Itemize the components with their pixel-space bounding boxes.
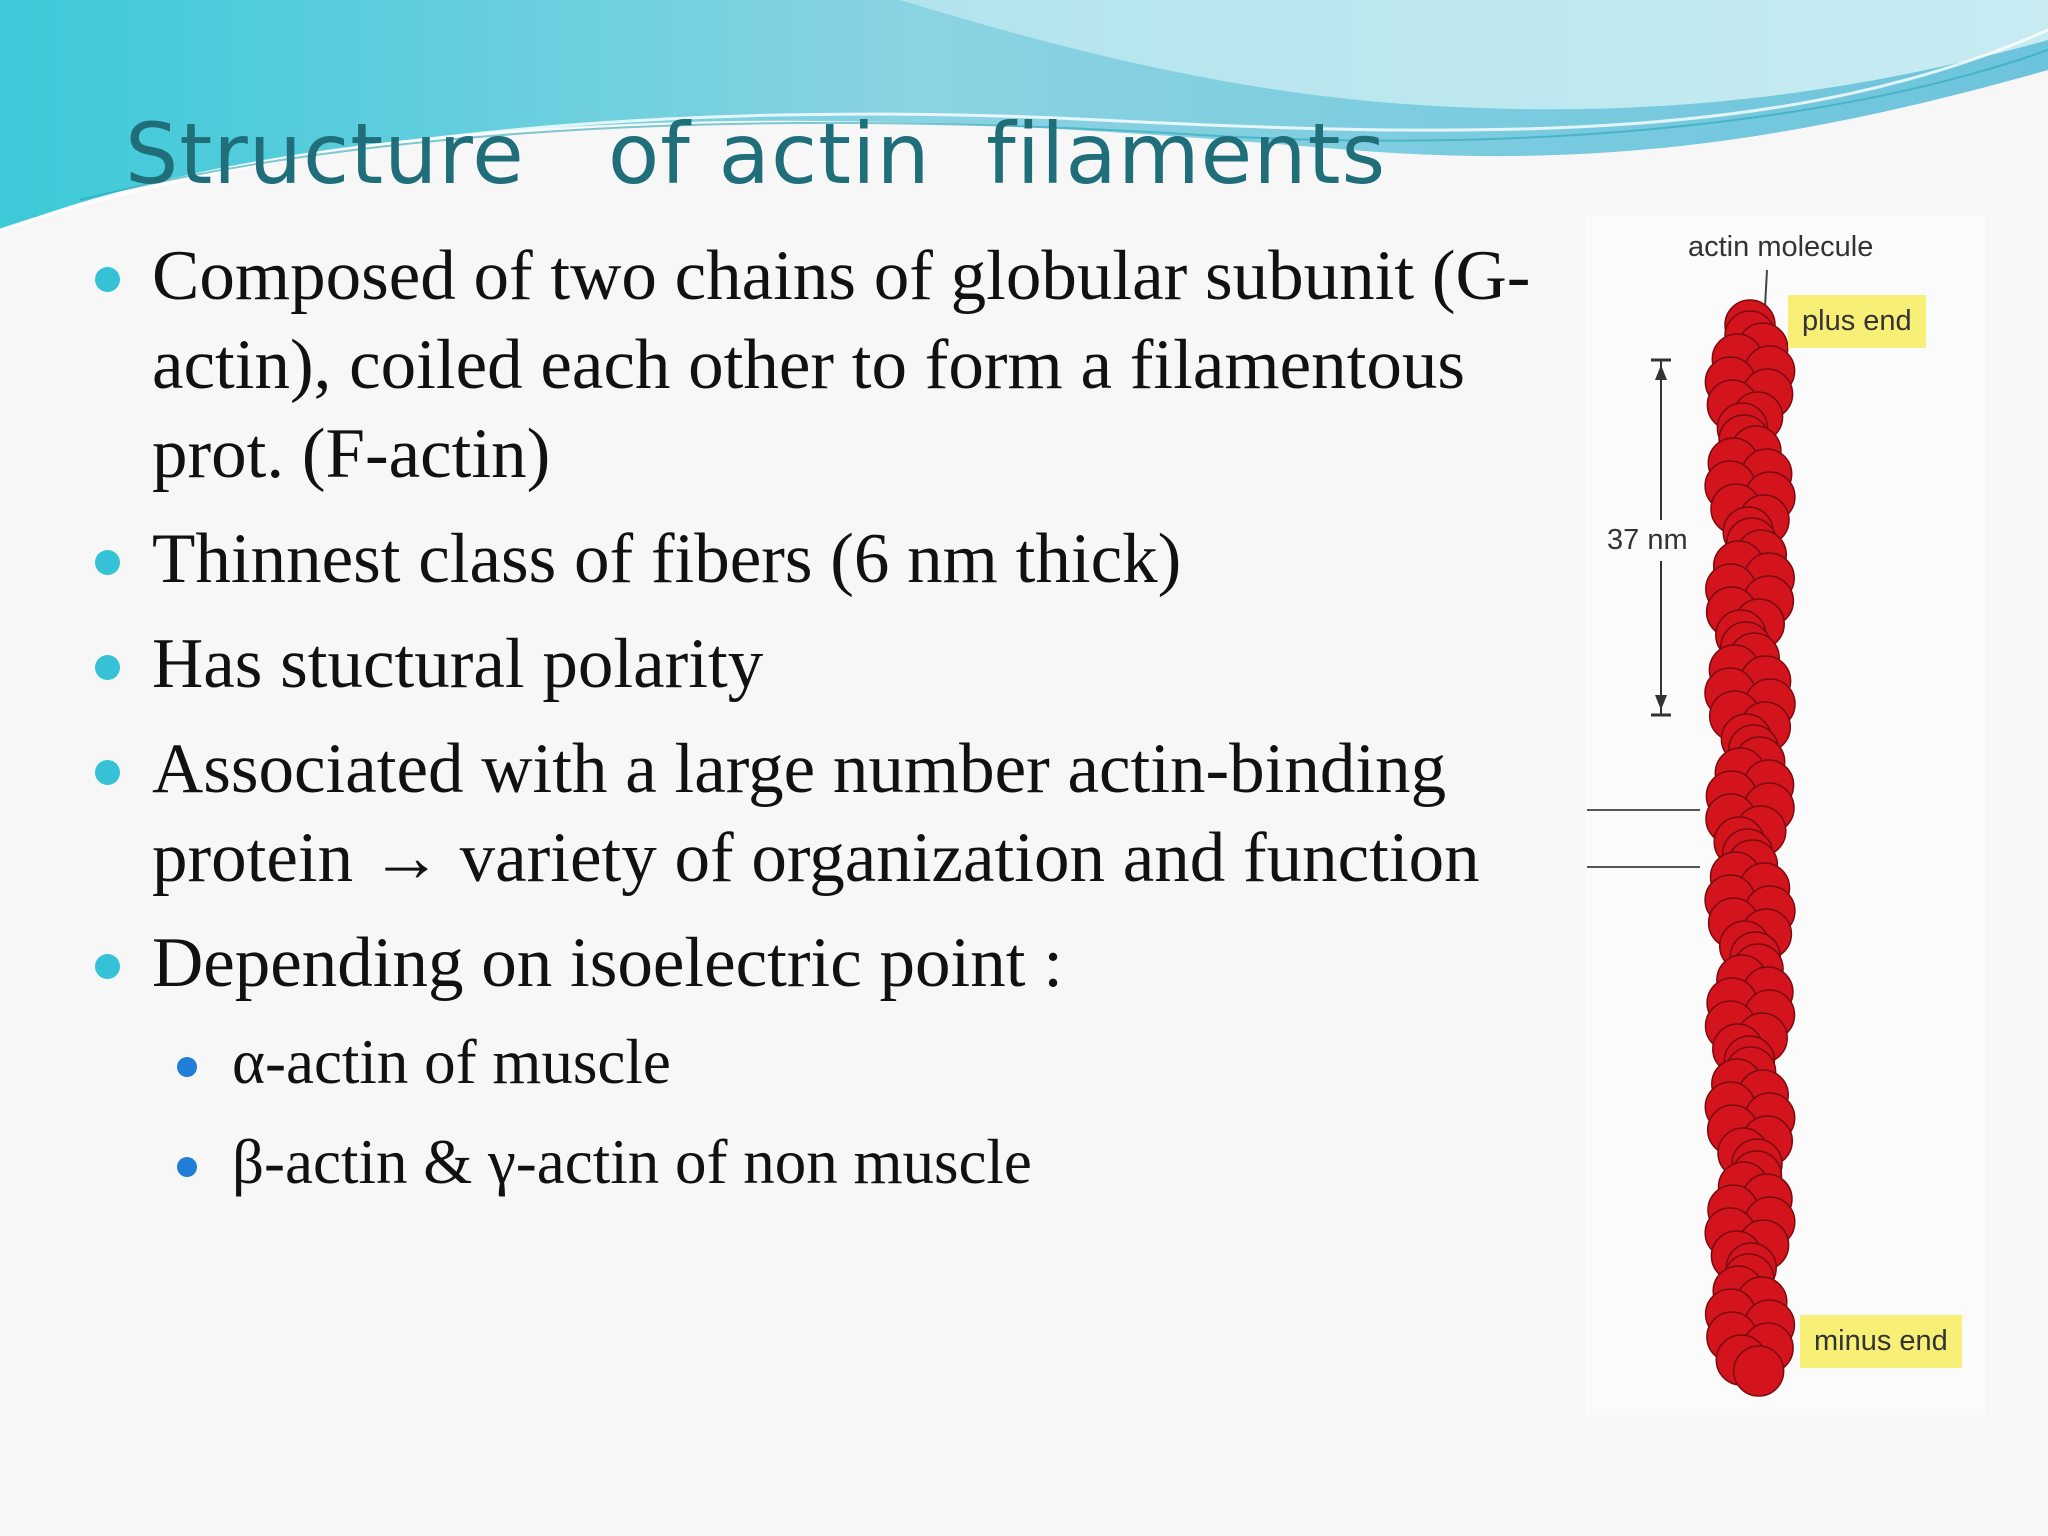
plus-end-label: plus end <box>1788 295 1926 348</box>
actin-filament-figure: actin molecule 37 nm plus end minus end <box>1585 215 1985 1415</box>
sub-bullet-item: β-actin & γ-actin of non muscle <box>175 1112 1535 1212</box>
filament-diagram <box>1587 269 1796 1397</box>
arrow-down-icon <box>1655 695 1667 710</box>
header-wave-decoration <box>0 0 2048 232</box>
bullet-dot-icon <box>95 550 120 575</box>
pointer-line <box>1764 269 1768 308</box>
actin-molecule-label: actin molecule <box>1688 231 1874 263</box>
bullet-text: Has stuctural polarity <box>152 625 764 703</box>
bullet-dot-icon <box>95 267 120 292</box>
bullet-item: Has stuctural polarity <box>95 620 1535 709</box>
sub-bullet-dot-icon <box>177 1157 197 1177</box>
arrow-up-icon <box>1655 365 1667 380</box>
bullet-text: Thinnest class of fibers (6 nm thick) <box>152 520 1182 598</box>
sub-bullet-text: α-actin of muscle <box>232 1027 671 1097</box>
bullet-item: Associated with a large number actin-bin… <box>95 725 1535 903</box>
bullet-item: Composed of two chains of globular subun… <box>95 232 1535 499</box>
bullet-dot-icon <box>95 760 120 785</box>
sub-bullet-dot-icon <box>177 1057 197 1077</box>
sub-bullet-item: α-actin of muscle <box>175 1012 1535 1112</box>
length-label: 37 nm <box>1607 520 1688 561</box>
bullet-text: Associated with a large number actin-bin… <box>152 730 1480 897</box>
bullet-dot-icon <box>95 954 120 979</box>
minus-end-label: minus end <box>1800 1315 1962 1368</box>
bullet-list: Composed of two chains of globular subun… <box>95 232 1535 1228</box>
bullet-item: Thinnest class of fibers (6 nm thick) <box>95 515 1535 604</box>
sub-bullet-list: α-actin of muscle β-actin & γ-actin of n… <box>152 1012 1535 1212</box>
slide-title: Structure of actin filaments <box>125 105 1387 203</box>
actin-bead-chain <box>1704 299 1796 1397</box>
bullet-text: Depending on isoelectric point : <box>152 924 1063 1002</box>
bullet-item: Depending on isoelectric point : α-actin… <box>95 919 1535 1212</box>
sub-bullet-text: β-actin & γ-actin of non muscle <box>232 1127 1032 1197</box>
actin-bead <box>1732 1345 1785 1397</box>
bullet-dot-icon <box>95 655 120 680</box>
bullet-text: Composed of two chains of globular subun… <box>152 237 1531 493</box>
